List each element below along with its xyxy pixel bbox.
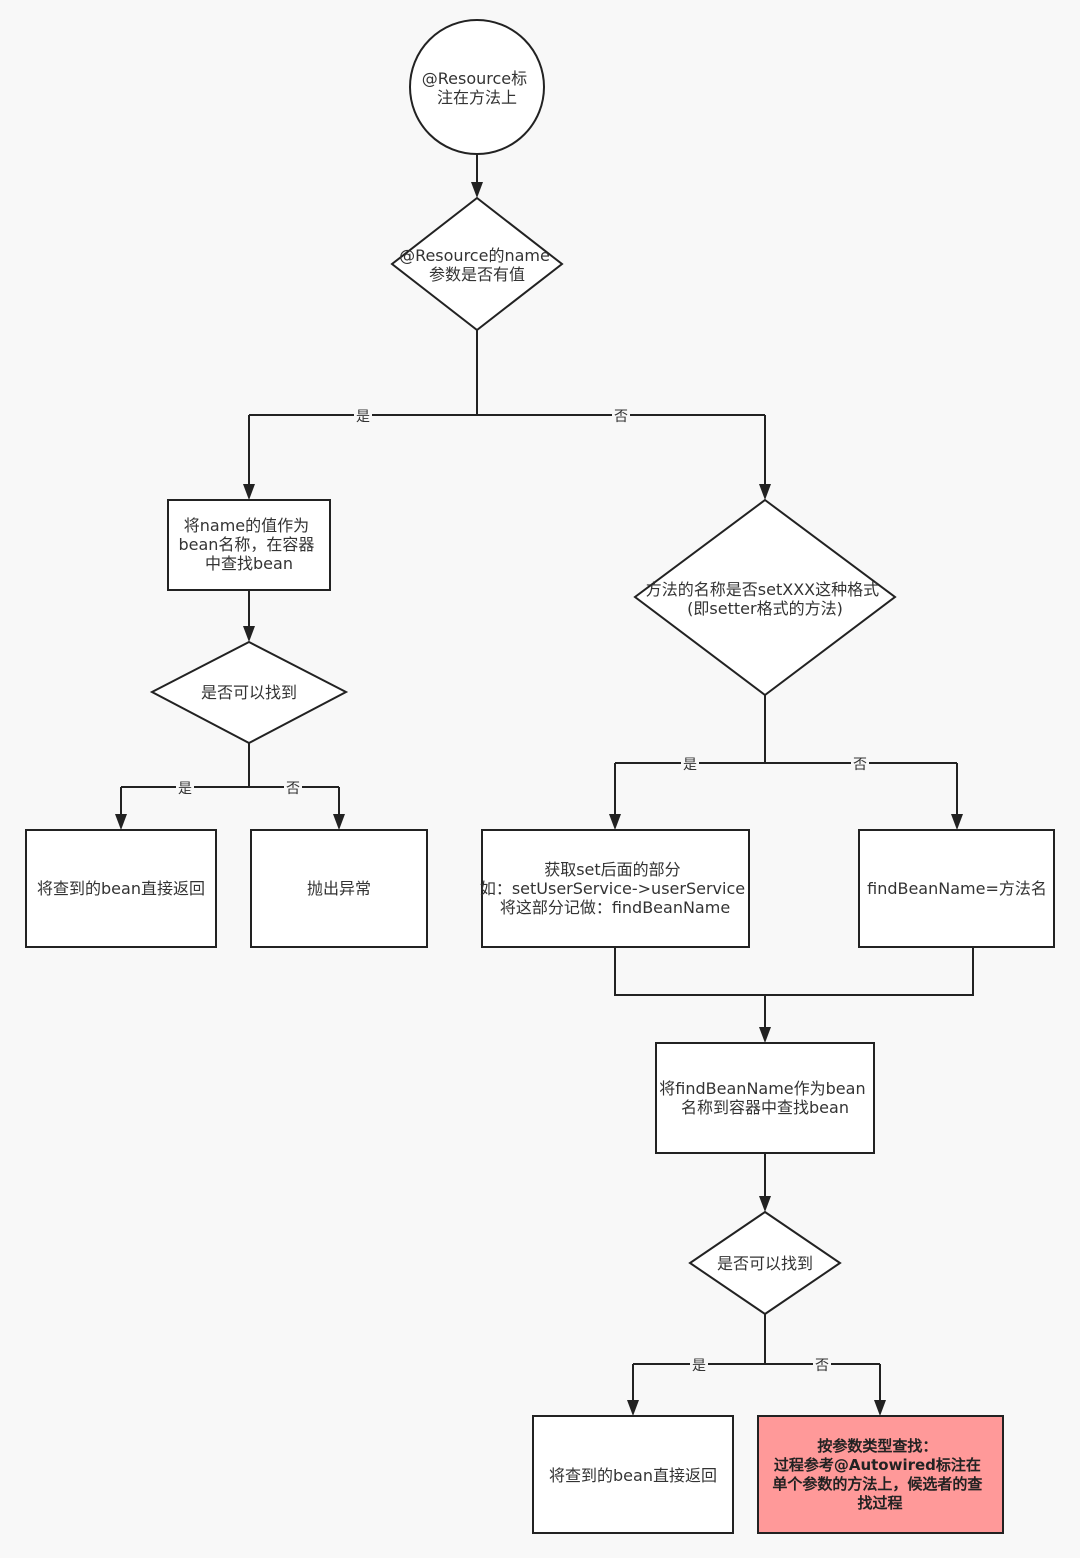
node-by-type: 按参数类型查找： 过程参考@Autowired标注在 单个参数的方法上，候选者的… [757, 1415, 1004, 1534]
node-get-suffix: 获取set后面的部分 如：setUserService->userService… [480, 829, 750, 948]
edge-labels: 是 否 是 否 是 否 是 否 [176, 407, 869, 1374]
arrowhead [759, 1027, 771, 1043]
node-text-line: 单个参数的方法上，候选者的查 [772, 1475, 983, 1493]
svg-text:将查到的bean直接返回: 将查到的bean直接返回 [549, 1466, 717, 1485]
arrowhead [243, 626, 255, 642]
svg-text:@Resource的name 参数是否有值: @Resource的name 参数是否有值 [399, 246, 555, 284]
node-text-line: 按参数类型查找： [817, 1437, 937, 1455]
node-text-line: 是否可以找到 [717, 1254, 813, 1273]
arrowhead [759, 484, 771, 500]
edge-label-yes: 是 [683, 757, 697, 773]
svg-text:是否可以找到: 是否可以找到 [201, 683, 297, 702]
node-text-line: bean名称，在容器 [178, 535, 314, 554]
edge-label-no: 否 [815, 1358, 829, 1374]
svg-text:方法的名称是否setXXX这种格式 (即sett: 方法的名称是否setXXX这种格式 (即setter格式的方法) [646, 580, 884, 618]
arrowhead [874, 1400, 886, 1416]
edge-label-no: 否 [853, 757, 867, 773]
arrowhead [627, 1400, 639, 1416]
svg-text:findBeanName=方法名: findBeanName=方法名 [867, 879, 1047, 898]
node-throw: 抛出异常 [250, 829, 428, 948]
svg-text:将查到的bean直接返回: 将查到的bean直接返回 [37, 879, 205, 898]
node-text-line: 方法的名称是否setXXX这种格式 [646, 580, 879, 599]
node-text-line: 名称到容器中查找bean [681, 1098, 849, 1117]
node-lookup: 将findBeanName作为bean 名称到容器中查找bean [655, 1042, 875, 1154]
edge-label-yes: 是 [178, 781, 192, 797]
edge-label-yes: 是 [356, 409, 370, 425]
node-text-line: 中查找bean [205, 554, 293, 573]
node-text-line: 获取set后面的部分 [544, 860, 680, 879]
arrowhead [115, 814, 127, 830]
svg-text:按参数类型查找： 过程参考@Autowired标: 按参数类型查找： 过程参考@Autowired标注在 单个参数的方法上，候选者的… [772, 1437, 987, 1512]
node-text-line: 注在方法上 [437, 88, 517, 107]
node-use-name: 将name的值作为 bean名称，在容器 中查找bean [167, 499, 331, 591]
arrowhead [333, 814, 345, 830]
node-text-line: 如：setUserService->userService [480, 879, 745, 898]
node-text-line: 将查到的bean直接返回 [549, 1466, 717, 1485]
node-text-line: @Resource的name [399, 246, 550, 265]
node-text-line: 将查到的bean直接返回 [37, 879, 205, 898]
node-text-line: 抛出异常 [307, 879, 371, 898]
edges [120, 147, 974, 1408]
node-return-right: 将查到的bean直接返回 [532, 1415, 734, 1534]
node-has-name-decision: @Resource的name 参数是否有值 [390, 196, 564, 332]
svg-text:获取set后面的部分 如：setUserServ: 获取set后面的部分 如：setUserService->userService… [480, 860, 750, 917]
edge-found-right-split [632, 1314, 881, 1408]
arrowhead [951, 814, 963, 830]
edge-label-no: 否 [286, 781, 300, 797]
arrowhead [759, 1196, 771, 1212]
node-text-line: 参数是否有值 [429, 265, 525, 284]
svg-text:是否可以找到: 是否可以找到 [717, 1254, 813, 1273]
arrowheads [115, 182, 963, 1416]
arrowhead [471, 182, 483, 198]
svg-text:抛出异常: 抛出异常 [307, 879, 371, 898]
node-text-line: 过程参考@Autowired标注在 [774, 1456, 981, 1474]
arrowhead [609, 814, 621, 830]
node-text-line: @Resource标 [422, 69, 527, 88]
node-text-line: 将这部分记做：findBeanName [500, 898, 730, 917]
node-is-setter-decision: 方法的名称是否setXXX这种格式 (即setter格式的方法) [633, 498, 897, 697]
svg-text:@Resource标 注在方法上: @Resource标 注在方法上 [422, 69, 532, 107]
svg-text:将findBeanName作为bean 名称到容: 将findBeanName作为bean 名称到容器中查找bean [659, 1079, 870, 1117]
edge-label-yes: 是 [692, 1358, 706, 1374]
node-text-line: 将name的值作为 [184, 516, 309, 535]
svg-text:将name的值作为 bean名称，在容器: 将name的值作为 bean名称，在容器 中查找bean [178, 516, 319, 573]
node-found-left-decision: 是否可以找到 [149, 640, 349, 745]
edge-label-no: 否 [614, 409, 628, 425]
arrowhead [243, 484, 255, 500]
node-found-right-decision: 是否可以找到 [688, 1210, 842, 1316]
node-text-line: 将findBeanName作为bean [659, 1079, 865, 1098]
node-text-line: 找过程 [857, 1494, 902, 1512]
node-method-name: findBeanName=方法名 [858, 829, 1055, 948]
edge-setter-split [614, 695, 958, 822]
edge-found-left-split [120, 743, 340, 822]
node-return-left: 将查到的bean直接返回 [25, 829, 217, 948]
node-text-line: 是否可以找到 [201, 683, 297, 702]
edge-merge [614, 947, 974, 1035]
node-text-line: (即setter格式的方法) [687, 599, 843, 618]
node-start: @Resource标 注在方法上 [409, 19, 545, 155]
edge-has-name-split [248, 330, 766, 492]
node-text-line: findBeanName=方法名 [867, 879, 1047, 898]
